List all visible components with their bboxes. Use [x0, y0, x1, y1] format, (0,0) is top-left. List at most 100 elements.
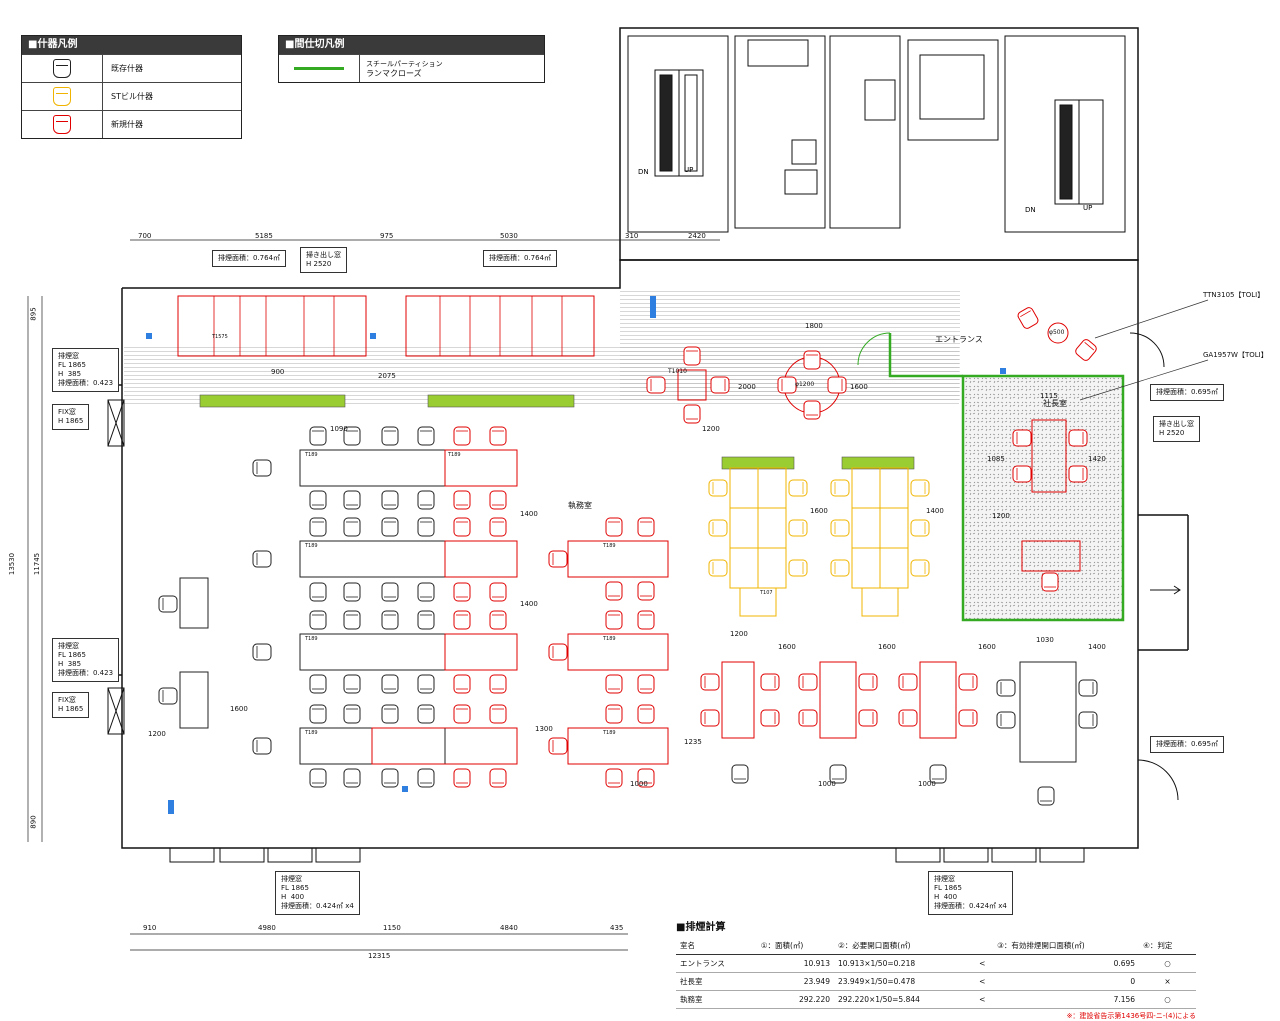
- calc-cell: ×: [1139, 972, 1196, 991]
- chair-icon: [1078, 711, 1098, 729]
- room-label-president: 社長室: [1043, 399, 1067, 408]
- dim-inner-1600c: 1600: [230, 705, 248, 713]
- calc-row: 社長室 23.949 23.949×1/50=0.478 < 0 ×: [676, 972, 1196, 991]
- dim-inner-1400d: 1400: [520, 600, 538, 608]
- chair-icon: [929, 764, 947, 784]
- chair-icon: [830, 519, 850, 537]
- dim-bottom-2: 4980: [258, 924, 276, 932]
- dim-inner-900: 900: [271, 368, 285, 376]
- chair-icon: [489, 582, 507, 602]
- chair-icon: [731, 764, 749, 784]
- smoke-calc-table: ■排煙計算 室名 ①：面積(㎡) ②：必要開口面積(㎡) ③：有効排煙開口面積(…: [676, 918, 1196, 1021]
- note-left-vent-2: 排煙窓 FL 1865 H 385 排煙面積：0.423: [52, 638, 120, 682]
- dim-top-1: 700: [138, 232, 152, 240]
- dim-inner-1400a: 1400: [520, 510, 538, 518]
- chair-icon: [489, 490, 507, 510]
- calc-cell: <: [971, 972, 994, 991]
- dim-bottom-4: 4840: [500, 924, 518, 932]
- chair-icon: [309, 582, 327, 602]
- partition-label-2: ランマクローズ: [366, 68, 422, 78]
- calc-cell: 10.913×1/50=0.218: [833, 954, 972, 973]
- note-top-vent-right: 排煙面積：0.764㎡: [483, 250, 558, 267]
- chair-icon: [417, 582, 435, 602]
- chair-icon: [1068, 465, 1088, 483]
- chair-icon: [489, 426, 507, 446]
- planters: [199, 394, 915, 470]
- dim-left-bottom: 890: [29, 815, 38, 829]
- calc-cell: 0: [993, 972, 1140, 991]
- small-round-table: [1047, 322, 1069, 344]
- chair-icon: [453, 610, 471, 630]
- calc-row: 執務室 292.220 292.220×1/50=5.844 < 7.156 ○: [676, 990, 1196, 1009]
- label-t1575: T1575: [212, 334, 228, 340]
- calc-row: エントランス 10.913 10.913×1/50=0.218 < 0.695 …: [676, 954, 1196, 973]
- chair-icon: [1041, 572, 1059, 592]
- label-t189-7: T189: [305, 730, 318, 736]
- chair-icon: [708, 519, 728, 537]
- chair-icon: [417, 674, 435, 694]
- calc-cell: エントランス: [676, 954, 757, 973]
- new-top-dividers: [213, 296, 563, 356]
- calc-cell: 23.949×1/50=0.478: [833, 972, 972, 991]
- fixture-legend: ■什器凡例 既存什器 STビル什器 新規什器: [21, 35, 242, 139]
- chair-icon: [830, 559, 850, 577]
- chair-icon: [605, 768, 623, 788]
- chair-icon: [453, 490, 471, 510]
- chair-icon: [827, 376, 847, 394]
- calc-note: ※：建設省告示第1436号四-ニ-(4)による: [1066, 1012, 1196, 1020]
- calc-cell: 292.220: [756, 990, 834, 1009]
- calc-cell: <: [971, 954, 994, 973]
- chair-icon: [829, 764, 847, 784]
- calc-header: ②：必要開口面積(㎡): [833, 937, 972, 955]
- legend-row-stbuilding: STビル什器: [22, 82, 241, 110]
- chair-icon: [381, 517, 399, 537]
- building-core: [619, 27, 1139, 261]
- chair-icon: [683, 404, 701, 424]
- chair-icon: [858, 709, 878, 727]
- dim-left-total: 13530: [8, 552, 17, 576]
- chair-icon: [252, 737, 272, 755]
- chair-icon: [381, 610, 399, 630]
- chair-icon: [910, 559, 930, 577]
- dim-inner-1235: 1235: [684, 738, 702, 746]
- dim-inner-1200c: 1200: [730, 630, 748, 638]
- dim-inner-1000b: 1000: [818, 780, 836, 788]
- chair-icon: [343, 582, 361, 602]
- chair-icon: [830, 479, 850, 497]
- calc-title: ■排煙計算: [676, 922, 726, 933]
- label-t189-4: T189: [603, 543, 616, 549]
- chair-icon: [381, 426, 399, 446]
- label-t189-5: T189: [305, 636, 318, 642]
- note-bottom-vent-right: 排煙窓 FL 1865 H 400 排煙面積：0.424㎡ x4: [928, 871, 1013, 915]
- dim-inner-1200a: 1200: [702, 425, 720, 433]
- dim-top-2: 5185: [255, 232, 273, 240]
- chair-icon: [760, 673, 780, 691]
- chair-icon: [803, 350, 821, 370]
- dim-inner-1300: 1300: [535, 725, 553, 733]
- chair-icon: [858, 673, 878, 691]
- chair-icon: [252, 550, 272, 568]
- chair-icon: [489, 674, 507, 694]
- calc-header: ④：判定: [1139, 937, 1196, 955]
- chair-icon: [343, 610, 361, 630]
- dim-inner-2075: 2075: [378, 372, 396, 380]
- chair-icon: [381, 704, 399, 724]
- chair-icon: [417, 490, 435, 510]
- label-t189-1: T189: [305, 452, 318, 458]
- dim-inner-2000: 2000: [738, 383, 756, 391]
- dim-inner-1600f: 1600: [978, 643, 996, 651]
- chair-icon: [788, 559, 808, 577]
- chair-icon: [637, 704, 655, 724]
- calc-cell: 7.156: [993, 990, 1140, 1009]
- stbuilding-desks: [729, 467, 909, 617]
- chairs-layer: [158, 307, 1098, 806]
- dim-inner-1420: 1420: [1088, 455, 1106, 463]
- chair-icon: [489, 768, 507, 788]
- chair-icon: [381, 582, 399, 602]
- calc-header-row: 室名 ①：面積(㎡) ②：必要開口面積(㎡) ③：有効排煙開口面積(㎡) ④：判…: [676, 937, 1196, 955]
- calc-cell: <: [971, 990, 994, 1009]
- stair-up-label-2: UP: [1083, 204, 1092, 212]
- chair-icon: [309, 517, 327, 537]
- calc-grid: 室名 ①：面積(㎡) ②：必要開口面積(㎡) ③：有効排煙開口面積(㎡) ④：判…: [676, 937, 1196, 1009]
- chair-icon: [417, 610, 435, 630]
